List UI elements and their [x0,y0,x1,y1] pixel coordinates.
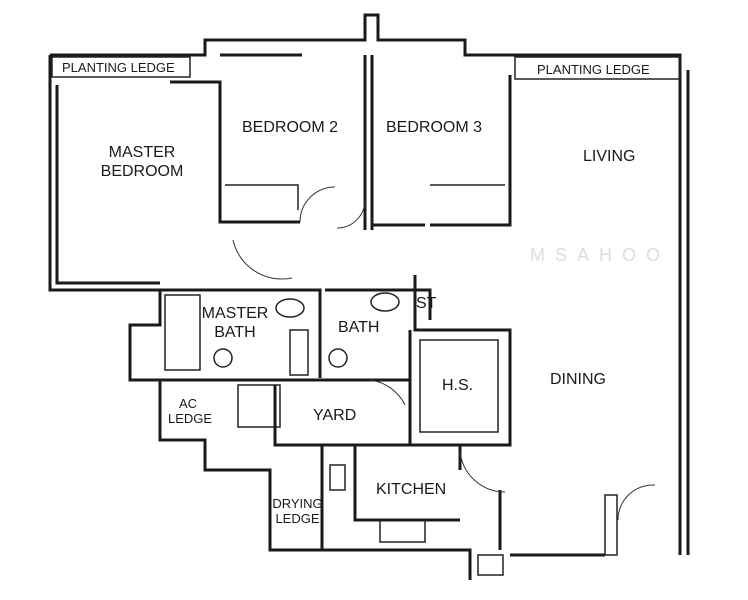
label-planting-ledge-left: PLANTING LEDGE [62,60,175,75]
label-bedroom-3: BEDROOM 3 [386,119,483,136]
watermark: MSAHOO [530,245,671,265]
label-bedroom-2: BEDROOM 2 [242,119,339,136]
label-ac-ledge: AC LEDGE [168,396,213,426]
label-master-bath: MASTER BATH [201,305,269,341]
label-dining: DINING [550,371,606,388]
label-bath: BATH [338,319,380,336]
label-kitchen: KITCHEN [376,481,447,498]
label-master-bedroom: MASTER BEDROOM [100,144,184,180]
label-planting-ledge-right: PLANTING LEDGE [537,62,650,77]
label-household-shelter: H.S. [442,377,474,394]
label-living: LIVING [583,148,636,165]
label-drying-ledge: DRYING LEDGE [272,496,323,526]
label-store: ST [416,295,437,312]
label-yard: YARD [313,407,357,424]
